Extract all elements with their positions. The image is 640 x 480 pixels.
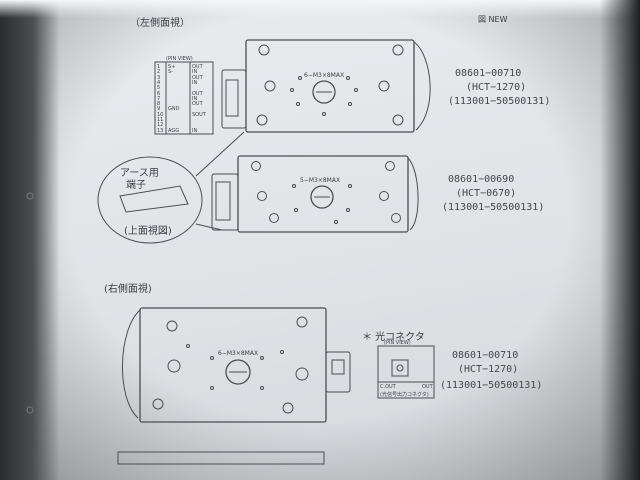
pin-cell-b: OUT [192, 90, 203, 97]
ground-label-line1: アース用 [120, 168, 159, 179]
punch-hole-bottom [26, 406, 34, 414]
camera-bottom-code: (113001−50500131) [440, 380, 543, 391]
pin-cell-n: 2 [157, 69, 161, 76]
pin-cell-n: 12 [157, 122, 164, 129]
pin-table-frame [154, 61, 214, 135]
pin-cell-b: IN [192, 127, 198, 134]
pin-cell-b: IN [192, 79, 198, 86]
pin-cell-n: 1 [157, 64, 161, 70]
pin-cell-n: 3 [157, 74, 161, 81]
pin-cell-n: 6 [157, 90, 161, 97]
next-drawing-edge [117, 451, 325, 465]
ground-label-line2: 端子 [126, 180, 146, 191]
camera-bottom-part-no: 08601−00710 [452, 350, 519, 361]
pin-cell-n: 11 [157, 117, 164, 123]
section-heading-far: 図 NEW [478, 15, 508, 24]
pin-cell-n: 8 [157, 101, 161, 108]
camera-top-code: (113001−50500131) [448, 96, 551, 107]
optical-connector-out: C.OUT [380, 384, 396, 390]
pin-cell-n: 4 [157, 79, 161, 86]
pin-cell-n: 13 [157, 127, 164, 134]
pin-cell-b: IN [192, 69, 198, 76]
section-heading-left: （左側面視） [130, 18, 190, 29]
pin-cell-b: OUT [192, 74, 203, 81]
pin-table-title: (PIN VIEW) [166, 56, 193, 62]
pin-cell-n: 9 [157, 106, 161, 113]
pin-cell-b: OUT [192, 101, 203, 108]
top-view-label: (上面視図) [124, 226, 172, 237]
page-top-glare [0, 0, 640, 18]
pin-cell-n: 10 [157, 111, 164, 118]
camera-mid-screw-label: 5−M3×8MAX [300, 177, 341, 184]
ground-terminal-callout [97, 131, 245, 244]
section-heading-right: (右側面視) [104, 284, 152, 295]
camera-bottom-screw-label: 6−M3×8MAX [218, 350, 259, 357]
camera-mid-code: (113001−50500131) [442, 202, 545, 213]
camera-mid-part-no: 08601−00690 [448, 174, 515, 185]
camera-top-screw-label: 6−M3×8MAX [304, 72, 345, 79]
pin-cell-b: OUT [192, 64, 203, 70]
pin-cell-n: 5 [157, 85, 161, 92]
pin-cell-b: IN [192, 95, 198, 102]
pin-cell-n: 7 [157, 95, 161, 102]
pin-cell-a: S- [168, 69, 173, 76]
camera-top-model: (HCT−1270) [466, 82, 527, 93]
camera-bottom-model: (HCT−1270) [458, 364, 519, 375]
pin-cell-a: GND [168, 106, 180, 113]
optical-connector-out-right: OUT [422, 384, 433, 390]
pin-cell-a: S+ [168, 64, 176, 70]
camera-mid-model: (HCT−0670) [456, 188, 517, 199]
camera-top-drawing [221, 39, 431, 133]
optical-connector-sub: (光信号出力コネクタ) [380, 392, 429, 398]
pin-cell-b: SOUT [192, 111, 206, 118]
binder-shadow [0, 0, 60, 480]
right-shadow [600, 0, 640, 480]
optical-connector-pin-view: (PIN VIEW) [384, 340, 411, 346]
pin-cell-a: AGG [168, 127, 180, 134]
optical-connector-title: ＊ 光コネクタ [362, 332, 425, 343]
punch-hole-top [26, 192, 34, 200]
camera-mid-drawing [211, 155, 419, 233]
optical-connector-drawing [377, 345, 435, 399]
camera-bottom-drawing [122, 307, 351, 423]
camera-top-part-no: 08601−00710 [455, 68, 522, 79]
